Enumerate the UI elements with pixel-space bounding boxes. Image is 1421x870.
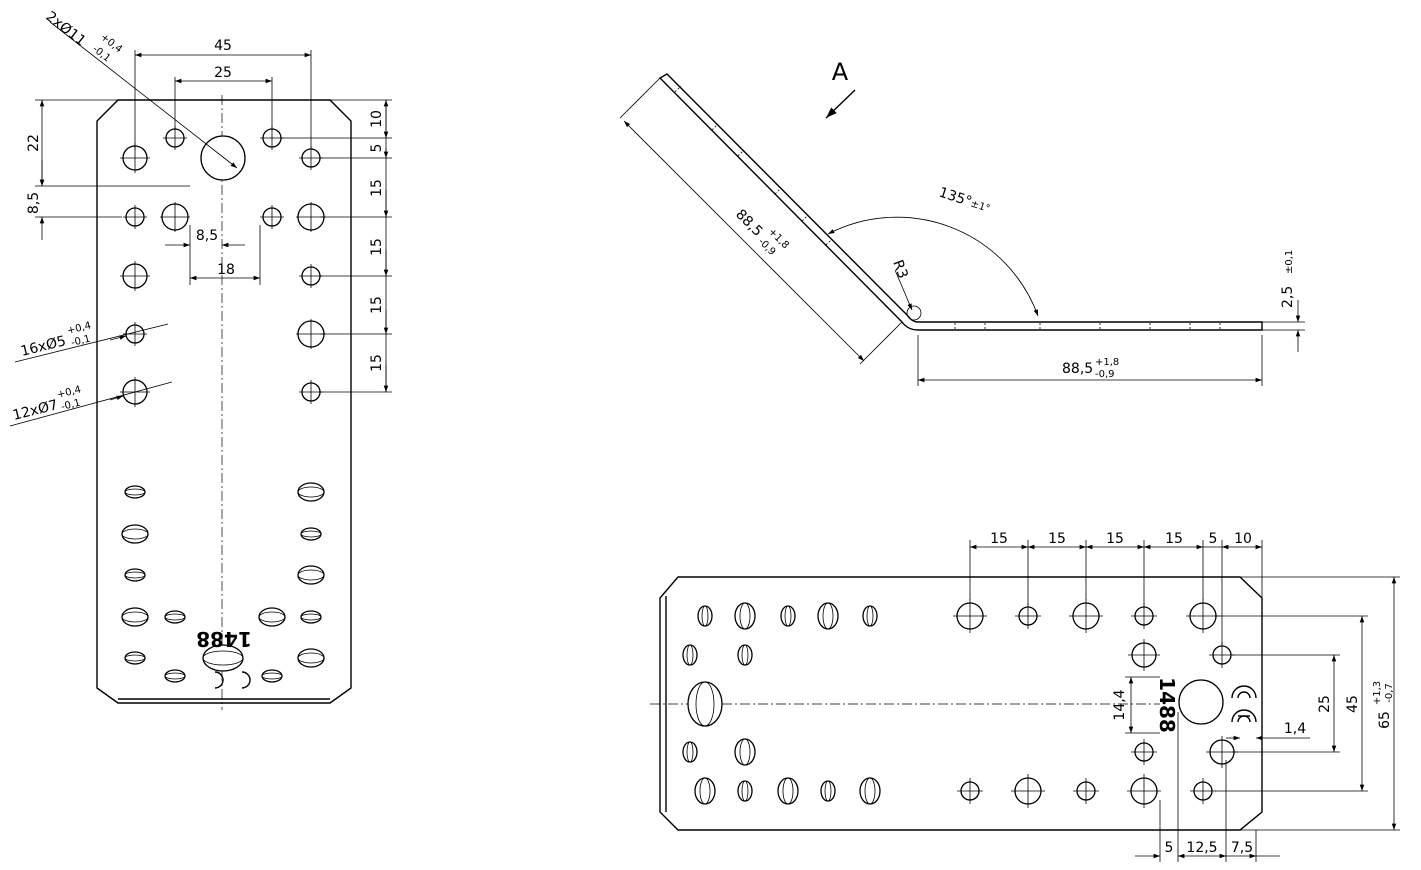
dim-h10: 10 <box>1234 531 1252 547</box>
left-oval-holes <box>121 482 325 683</box>
dim-22: 22 <box>26 134 42 152</box>
dim-leg-88-5: 88,5 <box>732 207 765 240</box>
dim-25: 25 <box>214 65 232 81</box>
ce-mark-c-bottom <box>1231 685 1257 699</box>
left-marking: 1488 <box>196 627 252 651</box>
ce-mark-e-bottom <box>1231 709 1257 723</box>
dim-h15-c: 15 <box>1106 531 1124 547</box>
dim-v14-4: 14,4 <box>1112 689 1128 720</box>
dim-b5: 5 <box>1165 840 1174 856</box>
angle-arc <box>827 216 1039 317</box>
dim-v25: 25 <box>1317 695 1333 713</box>
ce-mark-c <box>214 671 224 689</box>
bottom-dims: 15 15 15 15 5 10 25 45 65 +1,3 -0,7 <box>969 531 1400 862</box>
callout-2xd11: 2xØ11 <box>43 9 89 50</box>
dim-15-c: 15 <box>369 296 385 314</box>
svg-text:-0,1: -0,1 <box>70 334 92 349</box>
view-a-label: A <box>832 58 849 86</box>
left-plate-outline <box>96 99 352 704</box>
hole-hidden-lines <box>674 85 1221 330</box>
dim-b12-5: 12,5 <box>1186 840 1217 856</box>
bottom-oval-holes <box>682 602 881 805</box>
svg-text:-0,9: -0,9 <box>1095 369 1115 380</box>
dim-8-5-h: 8,5 <box>196 228 218 244</box>
dim-angle: 135° <box>937 185 974 211</box>
dim-h15-d: 15 <box>1165 531 1183 547</box>
svg-text:±1°: ±1° <box>969 198 991 215</box>
bottom-marking: 1488 <box>1155 677 1179 733</box>
bottom-view: 1488 15 15 15 15 5 10 <box>650 531 1400 862</box>
dim-15-d: 15 <box>369 354 385 372</box>
dim-8-5-v: 8,5 <box>26 192 42 214</box>
bottom-round-holes <box>953 599 1238 808</box>
side-view: A 88,5 +1,8 -0,9 135° ±1° R3 88,5 +1,8 -… <box>619 58 1305 386</box>
dim-thickness: 2,5 <box>1280 286 1296 308</box>
dim-h1-4: 1,4 <box>1284 721 1306 737</box>
dim-radius: R3 <box>889 258 910 281</box>
dim-18: 18 <box>217 262 235 278</box>
svg-text:±0,1: ±0,1 <box>1284 250 1295 274</box>
left-dims: 45 25 22 8,5 8,5 18 <box>26 38 392 393</box>
dim-h15-a: 15 <box>990 531 1008 547</box>
dim-10: 10 <box>369 110 385 128</box>
svg-text:-0,7: -0,7 <box>1384 683 1395 703</box>
svg-text:+1,8: +1,8 <box>1095 357 1119 368</box>
svg-text:-0,1: -0,1 <box>60 398 82 413</box>
left-view: 1488 45 25 22 8,5 <box>9 9 392 710</box>
svg-text:+1,3: +1,3 <box>1372 681 1383 705</box>
view-a-arrow <box>825 89 856 119</box>
callout-16xd5: 16xØ5 <box>19 333 68 360</box>
dim-h5: 5 <box>1209 531 1218 547</box>
dim-h15-b: 15 <box>1048 531 1066 547</box>
dim-15-b: 15 <box>369 238 385 256</box>
dim-5: 5 <box>369 144 385 153</box>
callout-12xd7: 12xØ7 <box>11 397 60 424</box>
dim-base-88-5: 88,5 <box>1062 361 1093 377</box>
dim-b7-5: 7,5 <box>1231 840 1253 856</box>
dim-v45: 45 <box>1345 695 1361 713</box>
ce-mark-e <box>241 671 251 689</box>
dim-v65: 65 <box>1377 711 1393 729</box>
dim-15-a: 15 <box>369 179 385 197</box>
dim-45: 45 <box>214 38 232 54</box>
